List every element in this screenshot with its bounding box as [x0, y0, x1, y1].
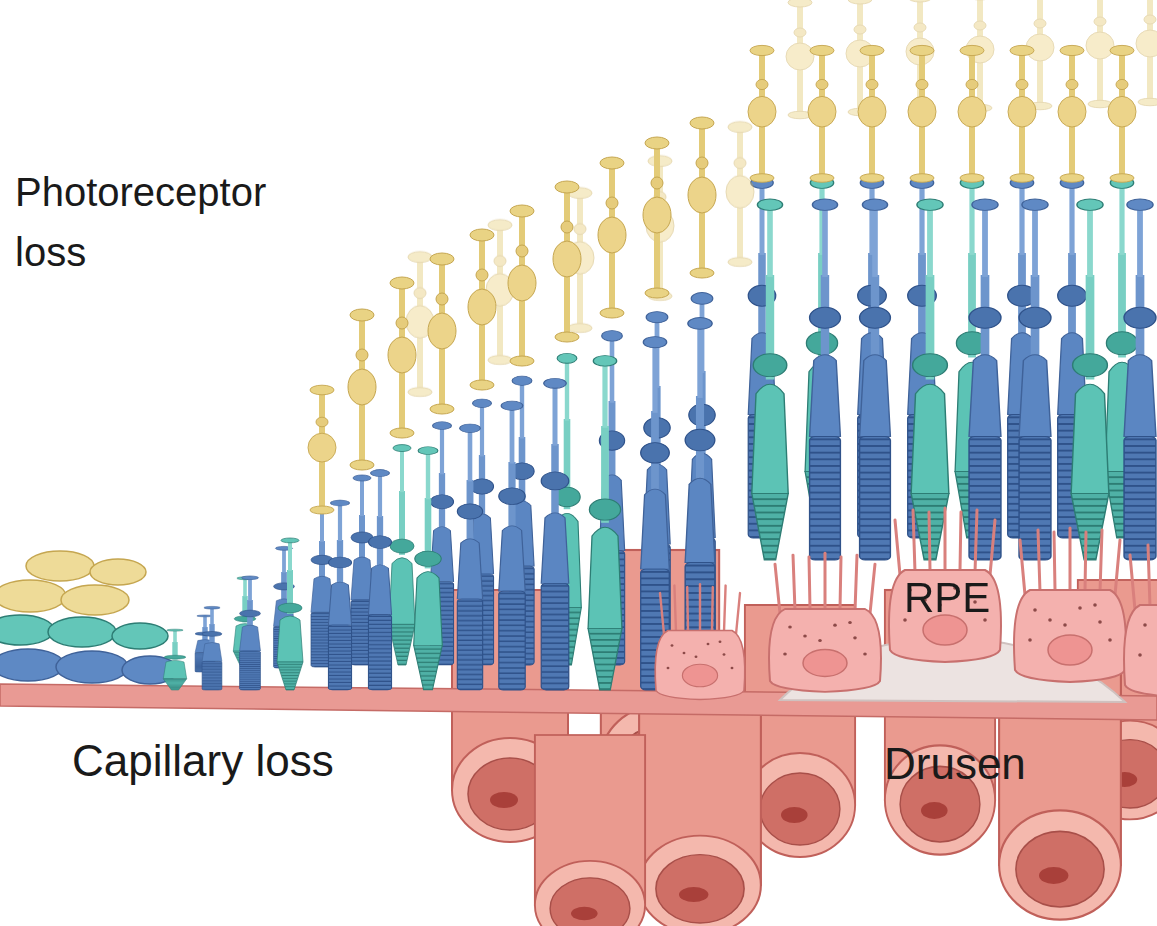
part-label: Capillary loss — [72, 735, 492, 788]
part-label: Photoreceptor loss — [15, 162, 345, 282]
part-label: RPE — [904, 573, 1084, 623]
part-label: Drusen — [884, 738, 1144, 791]
